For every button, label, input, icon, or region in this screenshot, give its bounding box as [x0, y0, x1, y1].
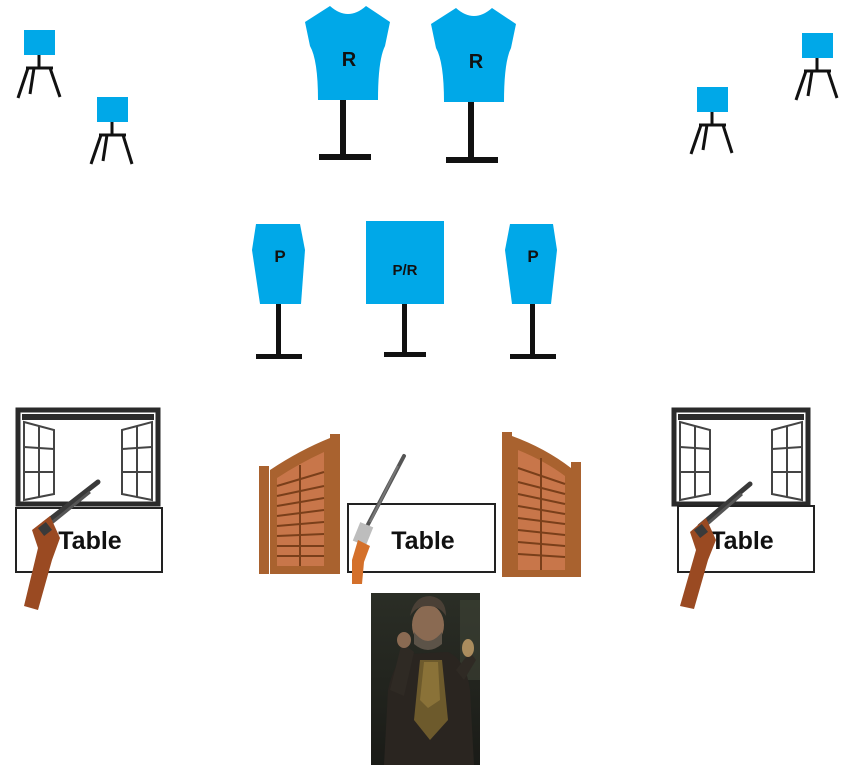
mid-target-p-2: P [505, 224, 557, 359]
mid-target-pr: P/R [366, 221, 444, 357]
small-tripod-target-2 [91, 97, 132, 164]
saloon-door-icon-right [502, 432, 581, 577]
target-label: R [342, 49, 357, 71]
table-label: Table [58, 527, 122, 555]
big-target-r-2: R [431, 8, 516, 163]
table-label: Table [391, 527, 455, 555]
target-label: R [469, 51, 484, 73]
saloon-door-icon-left [259, 434, 340, 574]
table-label: Table [710, 527, 774, 555]
shooter-photo [371, 593, 480, 765]
big-target-r-1: R [305, 6, 390, 160]
target-label: P [527, 247, 538, 266]
small-tripod-target-3 [691, 87, 732, 154]
target-label: P [274, 247, 285, 266]
mid-target-p-1: P [252, 224, 305, 359]
table-center: Table [348, 504, 495, 572]
small-tripod-target-1 [18, 30, 60, 98]
target-label: P/R [392, 262, 417, 279]
small-tripod-target-4 [796, 33, 837, 100]
